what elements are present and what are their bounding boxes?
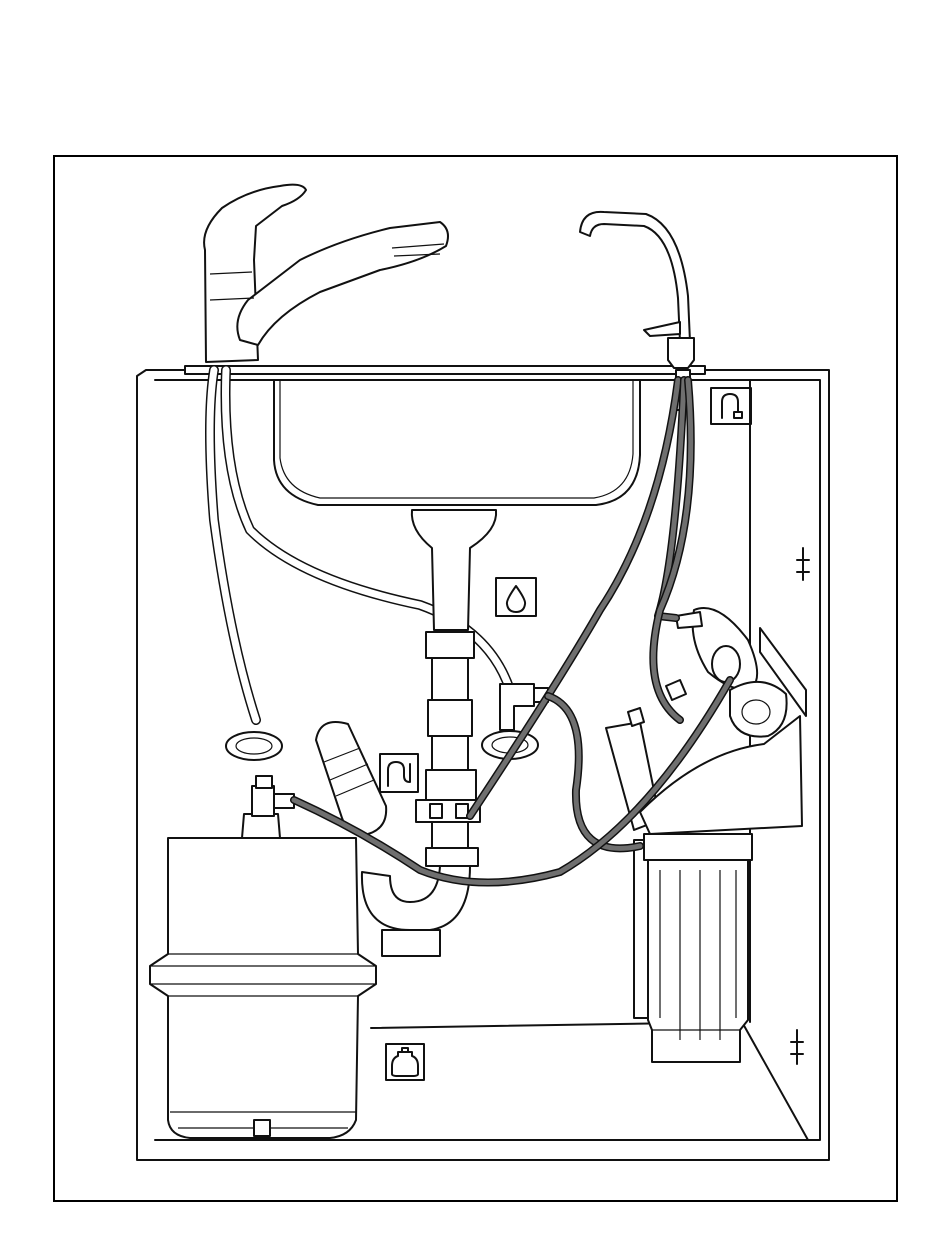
filter-housing: [648, 860, 748, 1062]
faucet-hook-icon: [711, 388, 751, 424]
sink-basin: [185, 366, 705, 505]
tank-valve: [252, 786, 274, 816]
cold-valve-ring: [226, 732, 282, 760]
hinge-top: [797, 548, 809, 580]
hinge-bottom: [791, 1030, 803, 1064]
storage-tank: [150, 776, 376, 1138]
filter-housing-cap: [644, 834, 752, 860]
water-drop-icon: [496, 578, 536, 616]
drain-trap-icon: [380, 754, 418, 792]
storage-tank-icon: [386, 1044, 424, 1080]
ro-filter-system: [606, 608, 806, 1062]
kitchen-faucet: [204, 185, 538, 760]
